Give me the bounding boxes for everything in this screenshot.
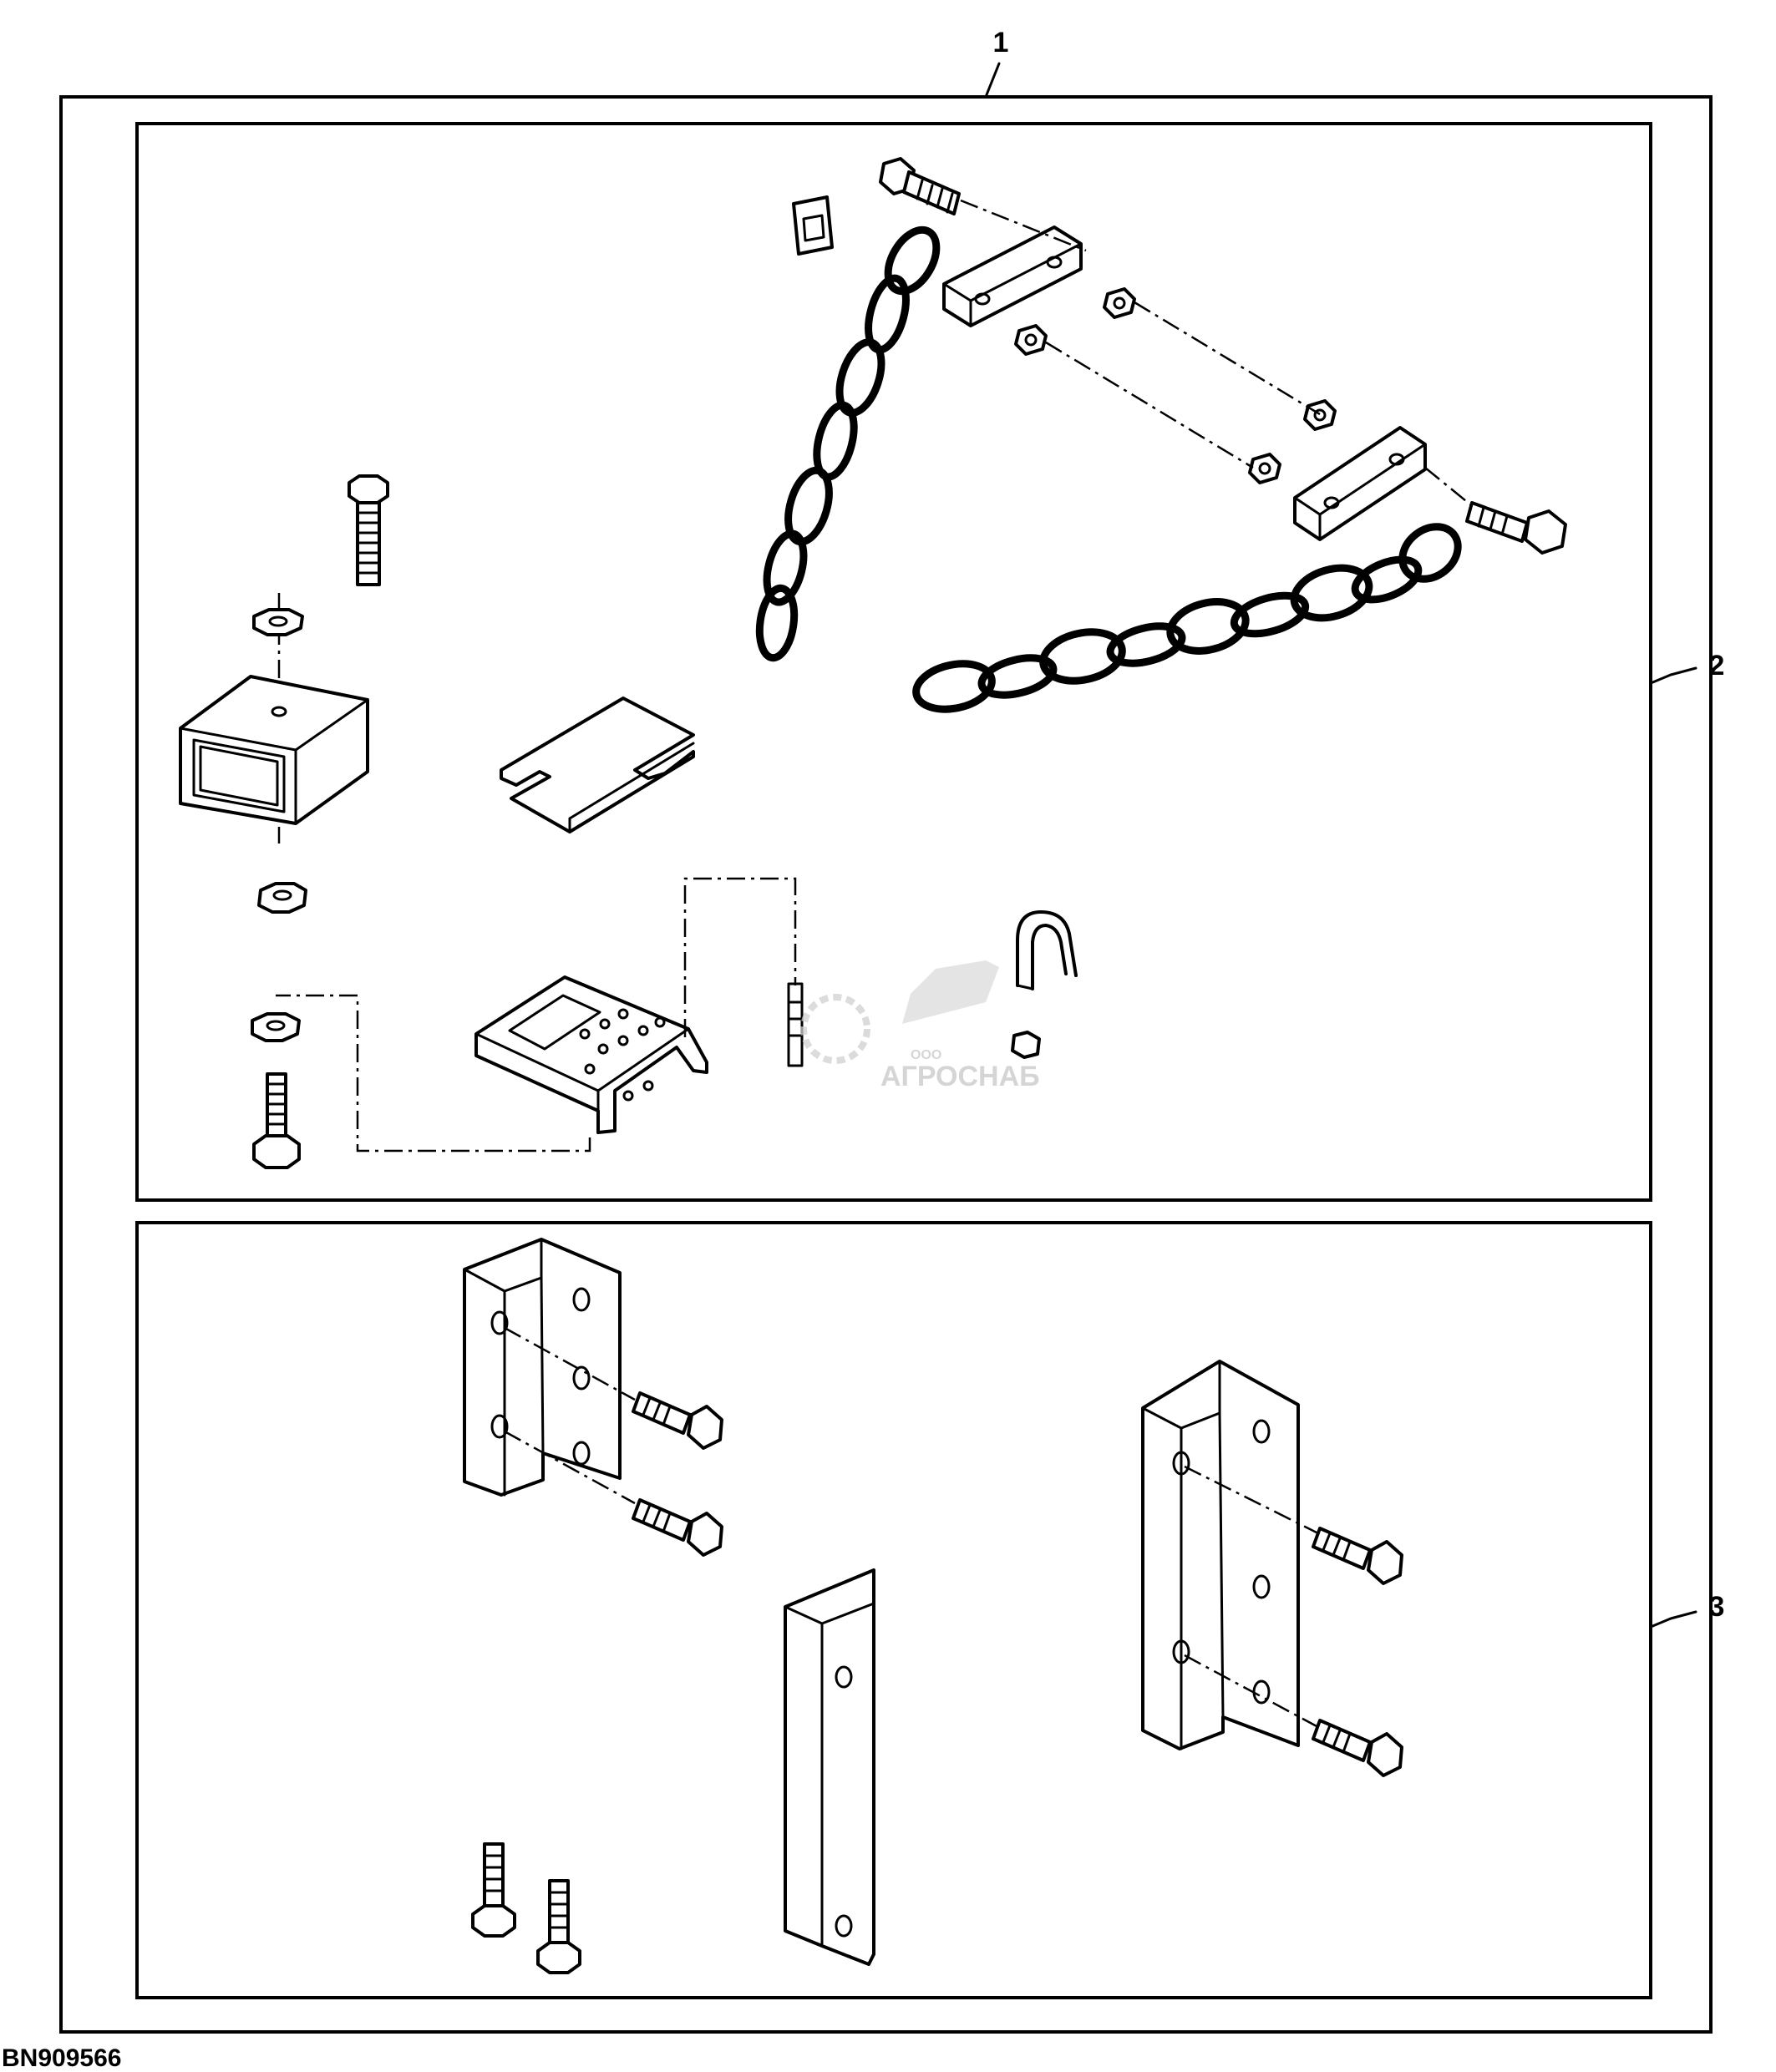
u-bolt bbox=[1011, 910, 1078, 1059]
safety-chain-vertical bbox=[755, 225, 941, 662]
angle-bracket-right bbox=[1141, 1360, 1300, 1750]
slotted-shim-plate bbox=[500, 697, 695, 833]
assembly-line bbox=[1045, 341, 1254, 469]
lock-nut-2 bbox=[1014, 324, 1048, 356]
watermark-small-text: ООО bbox=[911, 1048, 941, 1062]
assembly-line bbox=[1184, 1465, 1319, 1535]
callout-3-label: 3 bbox=[1709, 1591, 1725, 1623]
lock-nut-1 bbox=[1103, 287, 1136, 319]
angle-bracket-center bbox=[784, 1568, 875, 1966]
lock-nut-5 bbox=[252, 608, 304, 636]
hex-bolt-loose-1 bbox=[471, 1842, 516, 1938]
hex-bolt-loose-2 bbox=[536, 1879, 581, 1974]
assembly-line bbox=[683, 877, 797, 1037]
lock-nut-7 bbox=[251, 1012, 301, 1042]
hitch-receiver-tube bbox=[179, 593, 369, 914]
callout-1: 1 bbox=[984, 27, 1009, 99]
safety-chain-horizontal bbox=[912, 523, 1462, 713]
outer-kit-frame bbox=[59, 95, 1713, 2034]
hex-bolt-bracket-1 bbox=[632, 1391, 723, 1450]
callout-3: 3 bbox=[1649, 1591, 1725, 1629]
chain-clip bbox=[792, 195, 834, 256]
hex-bolt-top bbox=[879, 157, 961, 215]
callout-2: 2 bbox=[1649, 650, 1725, 685]
chain-plate-top bbox=[942, 225, 1083, 327]
angle-bracket-left bbox=[463, 1238, 622, 1497]
lower-group-frame bbox=[135, 1221, 1652, 1999]
hex-bolt-bracket-3 bbox=[1312, 1527, 1403, 1585]
lock-nut-4 bbox=[1248, 453, 1281, 484]
assembly-line bbox=[504, 1326, 636, 1401]
watermark: ООО АГРОСНАБ bbox=[800, 960, 1040, 1092]
hex-bolt-bracket-2 bbox=[632, 1498, 723, 1557]
hex-bolt-right bbox=[1465, 501, 1567, 555]
drawbar-plate bbox=[474, 975, 708, 1134]
callout-1-label: 1 bbox=[993, 27, 1009, 58]
hex-bolt-small bbox=[787, 982, 804, 1067]
hex-bolt-lower-left bbox=[252, 1072, 301, 1169]
assembly-line bbox=[1184, 1654, 1319, 1729]
lock-nut-8 bbox=[1011, 1031, 1041, 1059]
lock-nut-6 bbox=[257, 882, 307, 914]
assembly-line bbox=[960, 199, 1087, 252]
callout-2-label: 2 bbox=[1709, 650, 1725, 681]
assembly-line bbox=[1134, 301, 1321, 416]
watermark-main-text: АГРОСНАБ bbox=[880, 1061, 1040, 1092]
hex-bolt-bracket-4 bbox=[1312, 1719, 1403, 1777]
chain-plate-bottom bbox=[1293, 426, 1427, 541]
assembly-line bbox=[276, 994, 591, 1153]
upper-group-frame bbox=[135, 122, 1652, 1202]
assembly-line bbox=[1424, 467, 1471, 505]
lock-nut-3 bbox=[1303, 399, 1337, 431]
assembly-line bbox=[504, 1430, 636, 1505]
hex-bolt-vertical bbox=[348, 474, 389, 586]
figure-id: BN909566 bbox=[2, 2044, 121, 2072]
